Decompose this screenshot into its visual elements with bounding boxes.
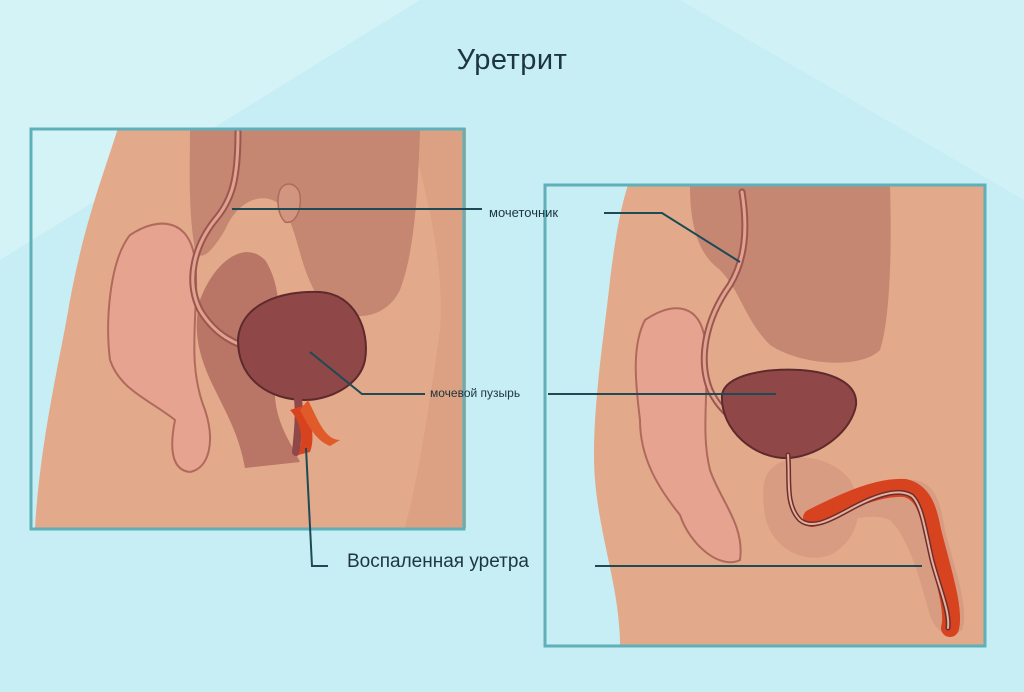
right-panel-frame — [543, 183, 987, 648]
diagram-title: Уретрит — [456, 44, 568, 76]
left-panel-frame — [29, 127, 466, 531]
inflammation-left — [300, 400, 340, 446]
bladder-label: мочевой пузырь — [430, 386, 521, 400]
ureter-leader-right — [604, 212, 741, 263]
male-anatomy-panel — [543, 183, 987, 648]
leader-lines — [232, 208, 922, 567]
inflammation-right — [803, 478, 961, 637]
urethra-leader-left — [305, 447, 328, 567]
uterus — [189, 128, 420, 317]
ovary — [277, 183, 302, 224]
abdominal-organ — [690, 186, 891, 363]
urethra-label: Воспаленная уретра — [347, 551, 529, 572]
background-light-shape — [680, 0, 1024, 200]
female-anatomy-panel — [29, 127, 466, 531]
bladder-right — [720, 368, 858, 460]
bladder-left — [236, 290, 367, 402]
ureter-label: мочеточник — [489, 205, 559, 220]
urethra-left — [292, 394, 303, 456]
bladder-leader-left — [309, 351, 425, 395]
back-tissue — [405, 128, 466, 528]
